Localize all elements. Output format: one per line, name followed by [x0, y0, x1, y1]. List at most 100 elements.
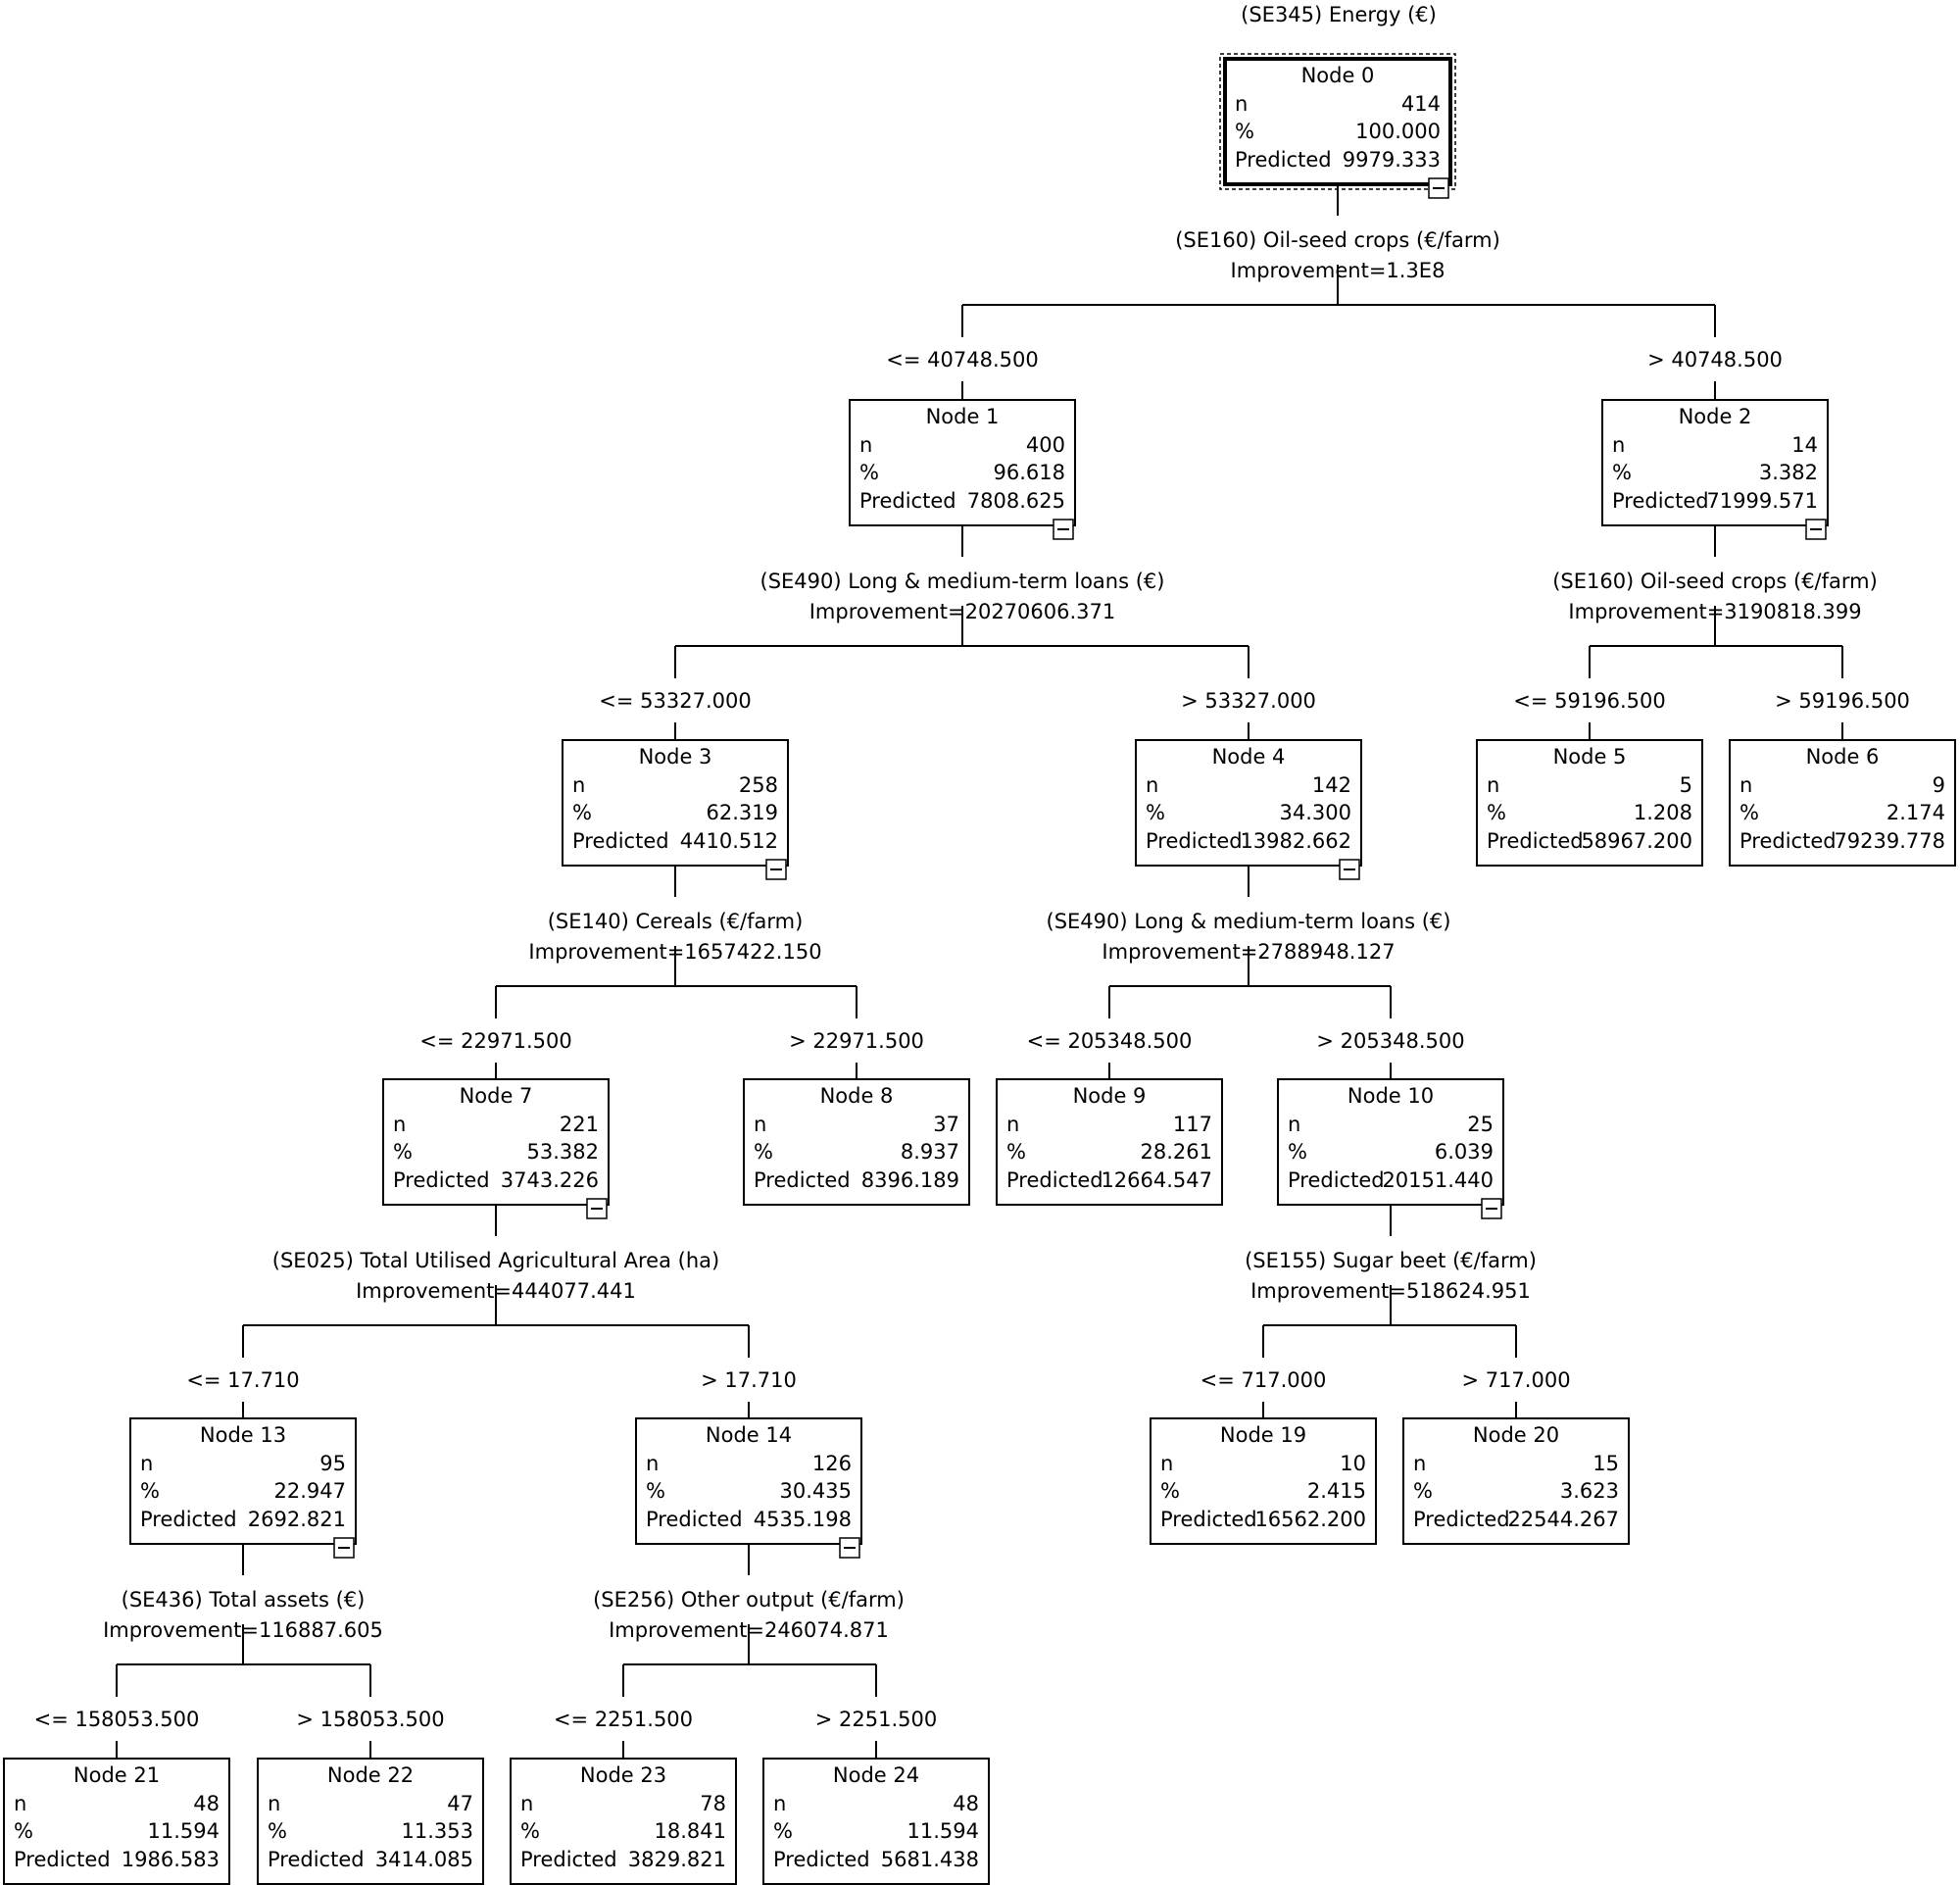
split-condition-right: > 158053.500 — [296, 1708, 444, 1731]
node-predicted-value: 2692.821 — [248, 1508, 346, 1531]
node-box — [382, 1078, 610, 1206]
node-percent-label: % — [393, 1140, 413, 1164]
split-condition-right: > 2251.500 — [815, 1708, 937, 1731]
split-variable-label: (SE140) Cereals (€/farm) — [548, 910, 804, 933]
node-n-value: 48 — [953, 1792, 979, 1815]
node-percent-label: % — [1006, 1140, 1026, 1164]
collapse-toggle-icon[interactable] — [1481, 1198, 1502, 1219]
node-box — [996, 1078, 1223, 1206]
node-percent-label: % — [1146, 801, 1165, 824]
split-variable-label: (SE256) Other output (€/farm) — [593, 1588, 905, 1612]
node-percent-value: 11.594 — [907, 1819, 979, 1843]
split-condition-left: <= 717.000 — [1200, 1368, 1327, 1392]
node-box — [510, 1758, 737, 1885]
node-percent-label: % — [773, 1819, 793, 1843]
node-n-label: n — [1413, 1452, 1426, 1475]
collapse-toggle-icon[interactable] — [765, 859, 787, 880]
node-percent-label: % — [859, 461, 879, 484]
node-n-label: n — [1740, 773, 1752, 797]
node-n-label: n — [572, 773, 585, 797]
split-condition-left: <= 158053.500 — [34, 1708, 200, 1731]
split-condition-left: <= 2251.500 — [554, 1708, 693, 1731]
node-n-value: 5 — [1680, 773, 1692, 797]
node-label: Node 14 — [706, 1423, 792, 1447]
tree-title: (SE345) Energy (€) — [1241, 3, 1437, 26]
collapse-toggle-icon[interactable] — [1805, 519, 1827, 540]
node-box — [1601, 399, 1829, 526]
node-predicted-value: 8396.189 — [861, 1168, 959, 1192]
node-label: Node 3 — [639, 745, 712, 769]
node-percent-value: 1.208 — [1634, 801, 1692, 824]
collapse-toggle-icon[interactable] — [586, 1198, 608, 1219]
node-n-value: 258 — [739, 773, 778, 797]
node-predicted-value: 13982.662 — [1240, 829, 1351, 853]
node-predicted-value: 5681.438 — [881, 1848, 979, 1871]
node-predicted-label: Predicted — [1146, 829, 1243, 853]
connector-lines — [116, 184, 1843, 1759]
node-label: Node 2 — [1679, 405, 1752, 428]
node-percent-value: 2.415 — [1307, 1479, 1366, 1503]
split-improvement-label: Improvement=20270606.371 — [809, 600, 1116, 623]
split-improvement-label: Improvement=1657422.150 — [528, 940, 821, 964]
node-percent-label: % — [140, 1479, 160, 1503]
node-predicted-label: Predicted — [393, 1168, 490, 1192]
node-n-value: 126 — [812, 1452, 852, 1475]
node-label: Node 22 — [327, 1763, 414, 1787]
node-predicted-value: 9979.333 — [1343, 148, 1441, 172]
collapse-toggle-icon[interactable] — [333, 1537, 355, 1559]
node-box — [1135, 739, 1362, 867]
split-variable-label: (SE155) Sugar beet (€/farm) — [1245, 1249, 1537, 1272]
node-label: Node 6 — [1806, 745, 1880, 769]
split-condition-right: > 22971.500 — [789, 1029, 924, 1053]
node-predicted-value: 58967.200 — [1581, 829, 1692, 853]
node-percent-value: 2.174 — [1886, 801, 1945, 824]
node-predicted-label: Predicted — [140, 1508, 237, 1531]
split-improvement-label: Improvement=444077.441 — [356, 1279, 636, 1303]
split-variable-label: (SE160) Oil-seed crops (€/farm) — [1552, 570, 1878, 593]
node-predicted-label: Predicted — [1487, 829, 1584, 853]
node-n-label: n — [859, 433, 872, 457]
collapse-toggle-icon[interactable] — [1339, 859, 1360, 880]
split-improvement-label: Improvement=246074.871 — [609, 1618, 889, 1642]
node-predicted-label: Predicted — [1288, 1168, 1385, 1192]
node-predicted-label: Predicted — [859, 489, 956, 513]
collapse-toggle-icon[interactable] — [839, 1537, 860, 1559]
node-predicted-label: Predicted — [1740, 829, 1837, 853]
node-label: Node 10 — [1348, 1084, 1434, 1108]
node-percent-label: % — [754, 1140, 773, 1164]
split-variable-label: (SE025) Total Utilised Agricultural Area… — [272, 1249, 719, 1272]
collapse-toggle-icon[interactable] — [1428, 177, 1449, 199]
collapse-toggle-icon[interactable] — [1053, 519, 1074, 540]
node-percent-label: % — [1487, 801, 1506, 824]
node-percent-value: 6.039 — [1435, 1140, 1494, 1164]
node-predicted-value: 20151.440 — [1382, 1168, 1494, 1192]
node-predicted-value: 12664.547 — [1101, 1168, 1212, 1192]
node-label: Node 13 — [200, 1423, 286, 1447]
node-n-label: n — [1288, 1113, 1300, 1136]
node-n-label: n — [268, 1792, 280, 1815]
split-improvement-label: Improvement=116887.605 — [103, 1618, 383, 1642]
node-predicted-label: Predicted — [773, 1848, 870, 1871]
node-predicted-value: 71999.571 — [1706, 489, 1818, 513]
node-predicted-value: 4535.198 — [754, 1508, 852, 1531]
